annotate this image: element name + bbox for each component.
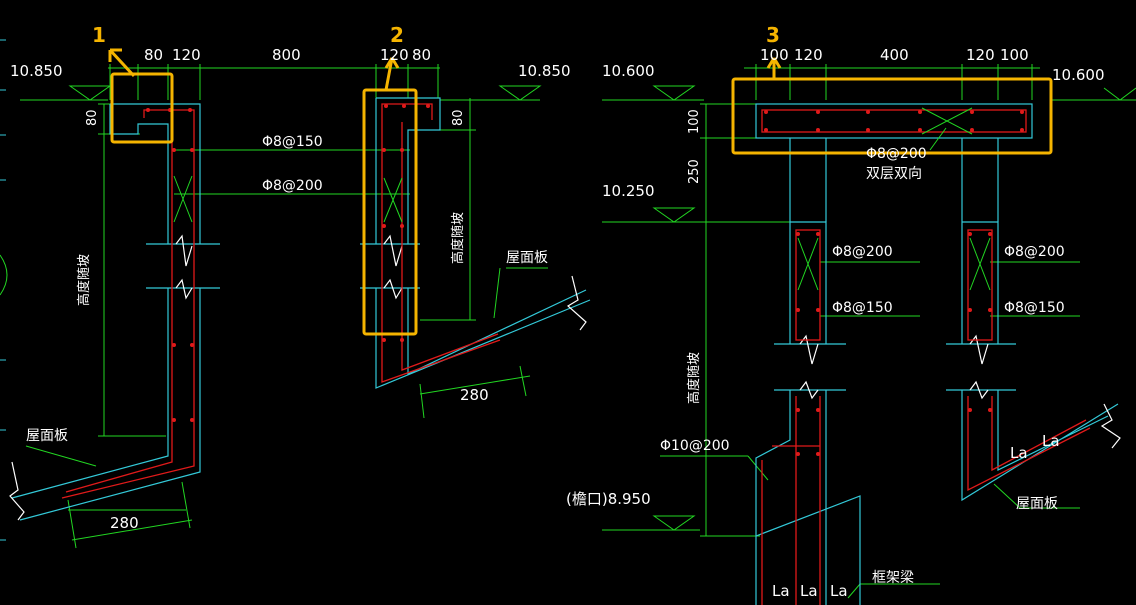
dim-80-a: 80 — [144, 46, 163, 64]
dim-280-a: 280 — [110, 514, 139, 532]
la-label-4: La — [1010, 444, 1028, 462]
dim-400: 400 — [880, 46, 909, 64]
highlight-box-1 — [110, 72, 174, 144]
rebar-note-200: Φ8@200 — [262, 178, 323, 194]
detail-1-outline — [9, 103, 220, 521]
dim-100-b: 100 — [1000, 46, 1029, 64]
detail-3-rebar-dots — [764, 110, 1024, 456]
height-note-1: 高度随坡 — [76, 254, 92, 306]
detail-3-outline — [755, 103, 1121, 605]
dim-100-v: 100 — [687, 109, 702, 134]
rebar-note-200-c: Φ8@200 — [1004, 244, 1065, 260]
height-note-3: 高度随坡 — [686, 352, 702, 404]
detail-3: 3 100 120 400 120 100 10.600 10.600 10.2… — [566, 23, 1136, 605]
dim-800: 800 — [272, 46, 301, 64]
roof-slab-note-2: 屋面板 — [506, 250, 548, 266]
highlight-box-3 — [731, 77, 1053, 155]
rebar-note-top: Φ8@200 — [866, 146, 927, 162]
rebar-note-200-b: Φ8@200 — [832, 244, 893, 260]
detail-3-rebar — [761, 109, 1091, 605]
double-layer-note: 双层双向 — [866, 166, 922, 182]
detail-1-stirrup-x — [173, 175, 193, 223]
dim-80-v1: 80 — [85, 109, 100, 126]
callout-label-3: 3 — [766, 23, 780, 47]
detail-2-rebar-dots — [382, 104, 430, 342]
callout-label-2: 2 — [390, 23, 404, 47]
rebar-note-150-c: Φ8@150 — [1004, 300, 1065, 316]
detail-1-rebar — [61, 109, 195, 499]
dim-120-b: 120 — [380, 46, 409, 64]
detail-2-stirrup-x — [383, 177, 403, 223]
detail-2-dimensions — [375, 64, 542, 419]
detail-2-rebar — [381, 103, 501, 383]
roof-slab-note-3: 屋面板 — [1016, 496, 1058, 512]
dim-120-c: 120 — [794, 46, 823, 64]
dim-100-a: 100 — [760, 46, 789, 64]
la-label-2: La — [800, 582, 818, 600]
callout-arrow-1 — [108, 48, 136, 78]
dim-280-b: 280 — [460, 386, 489, 404]
detail-1: 1 10.850 80 120 800 80 高度随坡 Φ8@150 Φ8@20… — [9, 23, 440, 549]
roof-slab-note-1: 屋面板 — [26, 428, 68, 444]
level-label-2: 10.850 — [518, 62, 571, 80]
height-note-2: 高度随坡 — [450, 212, 466, 264]
callout-label-1: 1 — [92, 23, 106, 47]
la-label-1: La — [772, 582, 790, 600]
rebar-note-150-b: Φ8@150 — [832, 300, 893, 316]
rebar-note-10: Φ10@200 — [660, 438, 730, 454]
dim-250-v: 250 — [687, 159, 702, 184]
roof-slab-leader-1 — [25, 445, 97, 467]
frame-beam-note: 框架梁 — [872, 570, 914, 586]
detail-1-rebar-dots — [146, 108, 194, 422]
left-edge-marks — [0, 39, 8, 541]
level-label-6: (檐口)8.950 — [566, 490, 651, 508]
detail-3-dimensions — [602, 64, 1136, 599]
callout-arrow-3 — [766, 57, 782, 78]
dim-80-v2: 80 — [451, 109, 466, 126]
level-label-1: 10.850 — [10, 62, 63, 80]
level-label-4: 10.600 — [1052, 66, 1105, 84]
detail-2: 2 120 80 10.850 80 高度随坡 屋面板 280 — [360, 23, 591, 419]
dim-120-a: 120 — [172, 46, 201, 64]
la-label-3: La — [830, 582, 848, 600]
detail-2-outline — [360, 97, 591, 389]
level-label-5: 10.250 — [602, 182, 655, 200]
detail-3-stirrup-x — [797, 107, 991, 291]
dim-120-d: 120 — [966, 46, 995, 64]
highlight-box-2 — [362, 88, 418, 336]
callout-arrow-2 — [384, 57, 400, 91]
level-label-3: 10.600 — [602, 62, 655, 80]
la-label-5: La — [1042, 432, 1060, 450]
rebar-note-150: Φ8@150 — [262, 134, 323, 150]
dim-80-b: 80 — [412, 46, 431, 64]
